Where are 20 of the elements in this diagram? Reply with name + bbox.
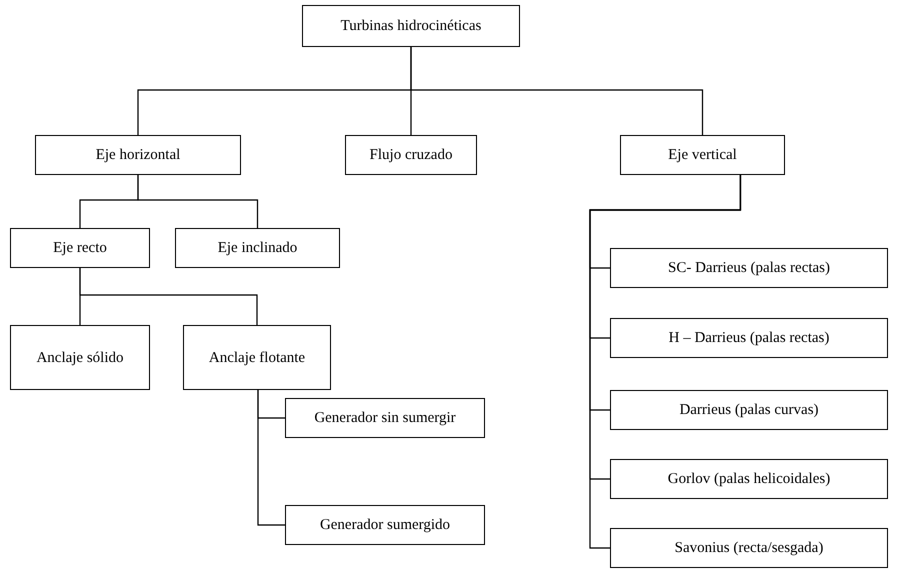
category-box: Savonius (recta/sesgada) [610, 528, 888, 568]
category-box: Flujo cruzado [345, 135, 477, 175]
connector-line [79, 268, 258, 325]
connector-line [137, 175, 258, 228]
connector-line [589, 175, 742, 549]
category-box: Generador sin sumergir [285, 398, 485, 438]
category-box: Anclaje sólido [10, 325, 150, 390]
category-box: Gorlov (palas helicoidales) [610, 459, 888, 499]
category-box: Turbinas hidrocinéticas [302, 5, 520, 47]
category-box: Eje inclinado [175, 228, 340, 268]
connector-line [410, 47, 704, 135]
category-box: Darrieus (palas curvas) [610, 390, 888, 430]
category-box: H – Darrieus (palas rectas) [610, 318, 888, 358]
connector-line [257, 390, 285, 526]
category-box: Eje vertical [620, 135, 785, 175]
category-box: SC- Darrieus (palas rectas) [610, 248, 888, 288]
category-box: Eje horizontal [35, 135, 241, 175]
category-box: Eje recto [10, 228, 150, 268]
category-box: Generador sumergido [285, 505, 485, 545]
category-box: Anclaje flotante [183, 325, 331, 390]
